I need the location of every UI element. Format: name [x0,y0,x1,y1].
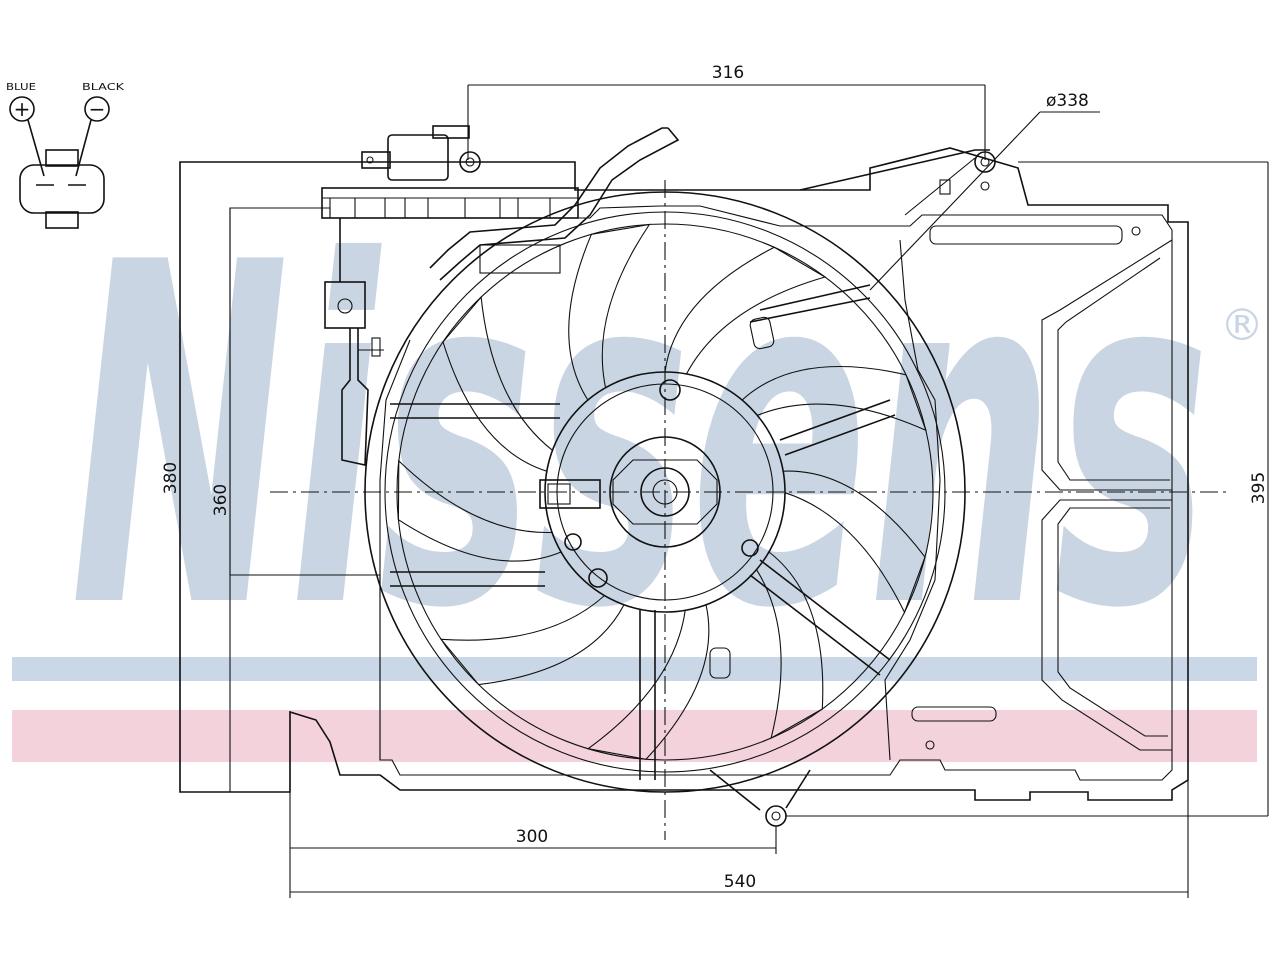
fan-blade [586,604,710,760]
fan-blade [756,551,824,740]
fan-blade [397,459,562,562]
dim-bottom-mount: 300 [516,827,548,847]
support-struts [390,284,896,780]
watermark: Nissens ® [12,164,1264,762]
fan-blade [439,595,625,686]
connector-minus-label: BLACK [82,82,125,93]
dim-fan-diameter: ø338 [1046,91,1089,111]
connector-plus-label: BLUE [6,82,36,93]
center-lines [270,180,1230,840]
top-rail [321,125,680,466]
fan-blade [568,223,651,401]
fan-blades [397,223,927,760]
dim-right-height: 395 [1249,472,1269,504]
watermark-stripe-pink [12,710,1257,762]
plus-icon: + [14,97,31,121]
dim-left-inner-height: 360 [211,484,231,516]
dim-left-outer-height: 380 [161,462,181,494]
electrical-connector: BLUE BLACK + − [6,82,125,229]
watermark-stripe-blue [12,657,1257,681]
watermark-registered-mark: ® [1220,300,1264,351]
fan-blade [664,246,827,375]
fan-blade [442,295,553,472]
minus-icon: − [89,97,106,121]
shroud-frame [179,147,1189,801]
fan-blade [783,470,926,614]
fan-blade [741,365,927,432]
dimensions: 316 ø338 380 360 395 300 540 [161,63,1269,898]
dim-top-mount: 316 [712,63,744,83]
dim-overall-width: 540 [724,872,756,892]
